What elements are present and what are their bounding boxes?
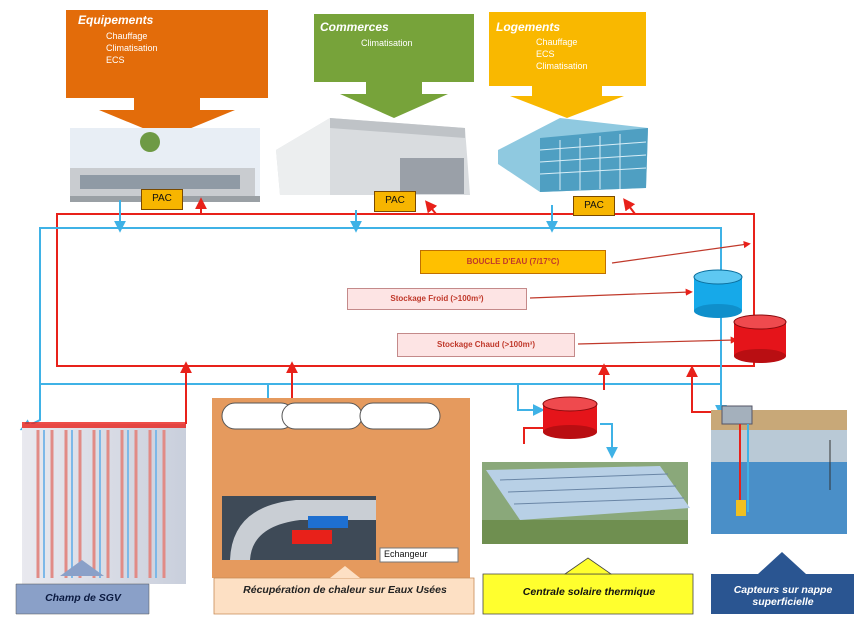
pac-box-equipements: PAC bbox=[141, 189, 183, 210]
nappe-caption-arrow bbox=[711, 574, 854, 614]
nappe-image bbox=[711, 405, 847, 534]
echangeur-label: Echangeur bbox=[384, 549, 428, 559]
solar-storage-tank bbox=[542, 396, 598, 439]
commerces-item: Climatisation bbox=[361, 38, 413, 48]
hot-loop-line bbox=[56, 213, 755, 367]
solaire-caption: Centrale solaire thermique bbox=[522, 586, 656, 598]
recup-caption: Récupération de chaleur sur Eaux Usées bbox=[243, 584, 447, 596]
cold-storage-tank bbox=[693, 269, 743, 318]
equipements-item: Chauffage bbox=[106, 31, 148, 41]
sgv-field-image bbox=[22, 422, 186, 584]
commerces-arrow bbox=[314, 14, 474, 118]
logements-building-image bbox=[498, 118, 648, 192]
equipements-arrow bbox=[66, 10, 268, 138]
stockage-froid-label: Stockage Froid (>100m³) bbox=[347, 288, 527, 310]
wastewater-recovery-image bbox=[212, 398, 470, 578]
pac-box-commerces: PAC bbox=[374, 191, 416, 212]
logements-list: Chauffage ECS Climatisation bbox=[536, 36, 588, 72]
commerces-list: Climatisation bbox=[361, 37, 413, 49]
stockage-chaud-label: Stockage Chaud (>100m³) bbox=[397, 333, 575, 357]
sgv-caption-arrow bbox=[15, 583, 150, 615]
logements-arrow bbox=[489, 12, 646, 118]
logements-item: Climatisation bbox=[536, 61, 588, 71]
equipements-building-image bbox=[70, 128, 260, 202]
logements-title: Logements bbox=[496, 20, 561, 34]
equipements-item: Climatisation bbox=[106, 43, 158, 53]
equipements-list: Chauffage Climatisation ECS bbox=[106, 30, 158, 66]
equipements-title: Equipements bbox=[78, 13, 154, 27]
solar-field-image bbox=[482, 462, 690, 544]
commerces-building-image bbox=[276, 118, 470, 195]
logements-item: ECS bbox=[536, 49, 555, 59]
boucle-label: BOUCLE D'EAU (7/17°C) bbox=[420, 250, 606, 274]
commerces-title: Commerces bbox=[320, 20, 389, 34]
sgv-caption: Champ de SGV bbox=[45, 592, 121, 604]
solaire-caption-arrow bbox=[482, 573, 694, 615]
recup-caption-arrow bbox=[213, 577, 475, 615]
hot-storage-tank bbox=[733, 314, 787, 363]
equipements-item: ECS bbox=[106, 55, 125, 65]
pac-box-logements: PAC bbox=[573, 196, 615, 216]
nappe-caption: Capteurs sur nappe superficielle bbox=[733, 584, 833, 608]
logements-item: Chauffage bbox=[536, 37, 578, 47]
